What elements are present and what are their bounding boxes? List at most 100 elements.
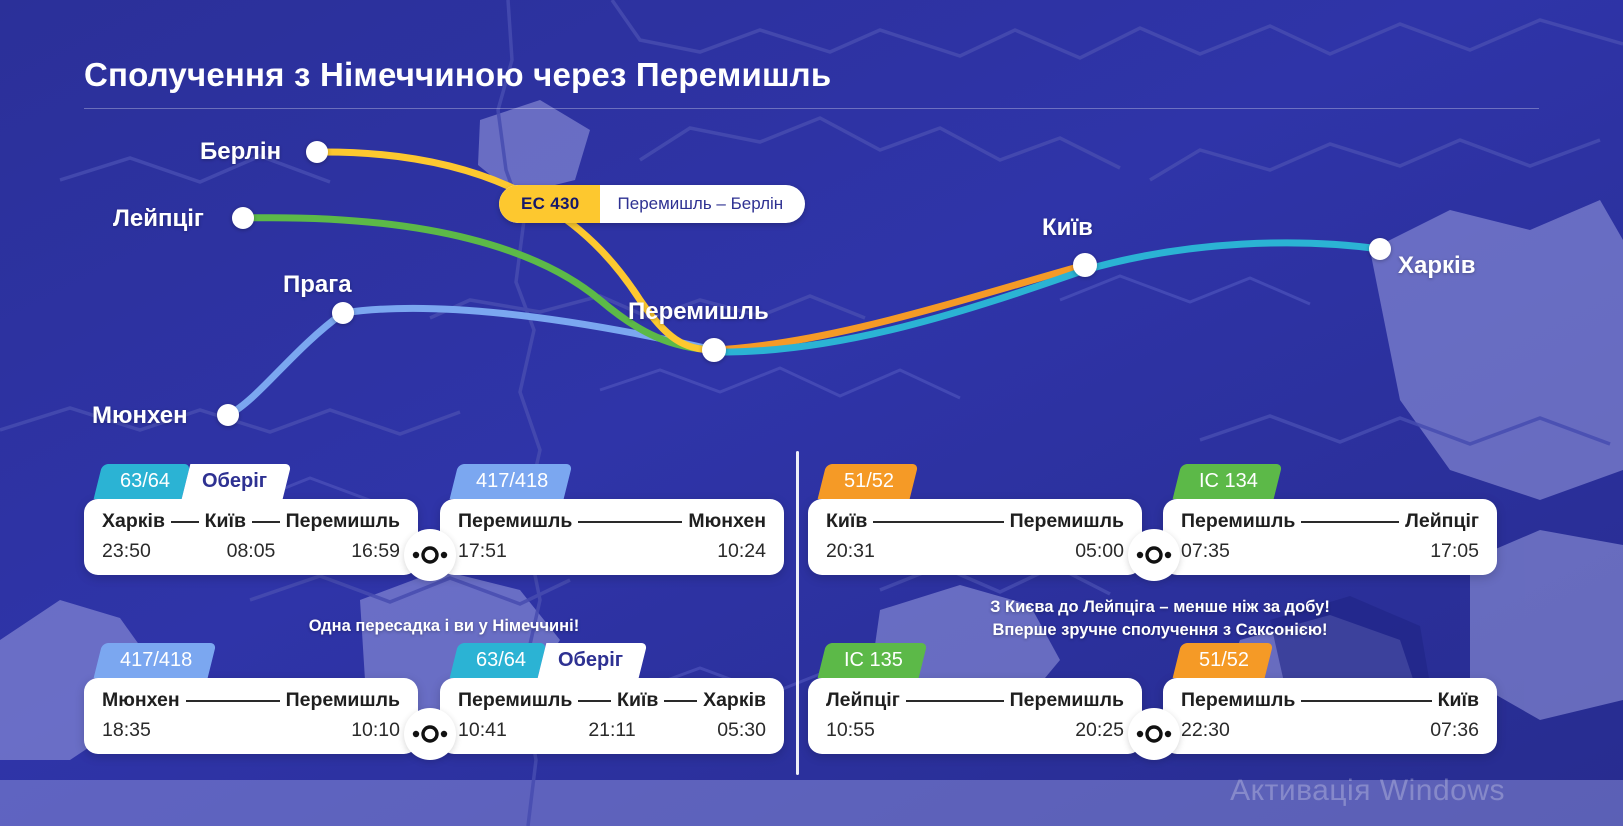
train-number-label: 51/52 <box>1199 649 1250 671</box>
transfer-icon <box>1128 529 1180 581</box>
station-name: Лейпціг <box>1405 510 1479 532</box>
route-dash <box>1301 520 1400 523</box>
station-row: Харків Київ Перемишль <box>102 510 400 533</box>
card-tabs: IC 134 <box>1172 464 1283 499</box>
city-dot-prague <box>332 302 354 324</box>
transfer-glyph <box>1136 546 1172 564</box>
ec-train-number: EC 430 <box>499 185 600 223</box>
route-dash <box>170 520 199 523</box>
card-tabs: IC 135 <box>817 643 928 678</box>
train-number-tab: 63/64 <box>449 643 547 678</box>
train-number-tab: 51/52 <box>1172 643 1274 678</box>
departure-arrival-time: 23:50 <box>102 540 151 562</box>
route-dash <box>873 520 1004 523</box>
train-number-label: IC 134 <box>1199 470 1258 492</box>
caption-right-line1: З Києва до Лейпціга – менше ніж за добу! <box>990 598 1330 616</box>
route-dash <box>1301 699 1432 702</box>
departure-arrival-time: 20:25 <box>1075 719 1124 741</box>
train-number-tab: 51/52 <box>817 464 919 499</box>
station-row: Лейпціг Перемишль <box>826 689 1124 712</box>
station-row: Перемишль Лейпціг <box>1181 510 1479 533</box>
train-name-tab: Оберіг <box>537 643 648 678</box>
station-name: Київ <box>1437 689 1479 711</box>
station-name: Перемишль <box>458 510 573 532</box>
station-name: Перемишль <box>1009 689 1124 711</box>
train-name-label: Оберіг <box>558 649 624 671</box>
train-number-label: IC 135 <box>844 649 903 671</box>
card-tabs: 51/52 <box>817 464 919 499</box>
station-name: Перемишль <box>285 510 400 532</box>
station-name: Мюнхен <box>688 510 766 532</box>
city-dot-munich <box>217 404 239 426</box>
transfer-glyph <box>1136 725 1172 743</box>
city-label-berlin: Берлін <box>200 138 282 165</box>
station-name: Київ <box>826 510 868 532</box>
city-label-leipzig: Лейпціг <box>113 205 204 232</box>
departure-arrival-time: 05:30 <box>717 719 767 741</box>
route-dash <box>251 520 280 523</box>
card-tabs: 417/418 <box>93 643 217 678</box>
station-name: Перемишль <box>1181 689 1296 711</box>
train-name-tab: Оберіг <box>181 464 292 499</box>
station-row: Перемишль Київ <box>1181 689 1479 712</box>
transfer-icon <box>1128 708 1180 760</box>
departure-arrival-time: 10:41 <box>458 719 507 741</box>
departure-arrival-time: 17:51 <box>458 540 507 562</box>
departure-arrival-time: 16:59 <box>351 540 400 562</box>
station-name: Мюнхен <box>102 689 180 711</box>
train-number-label: 63/64 <box>120 470 171 492</box>
ec-train-badge: EC 430 Перемишль – Берлін <box>499 185 806 223</box>
station-name: Перемишль <box>285 689 400 711</box>
city-label-przemysl: Перемишль <box>628 298 769 325</box>
card-tabs: 417/418 <box>449 464 573 499</box>
station-name: Перемишль <box>1181 510 1296 532</box>
station-name: Перемишль <box>1009 510 1124 532</box>
departure-arrival-time: 18:35 <box>102 719 151 741</box>
train-name-label: Оберіг <box>202 470 268 492</box>
title-divider <box>84 108 1539 109</box>
route-dash <box>578 520 683 523</box>
city-label-munich: Мюнхен <box>92 402 188 429</box>
station-name: Харків <box>102 510 165 532</box>
time-row: 23:50 08:05 16:59 <box>102 540 400 563</box>
windows-activation-watermark: Активація Windows <box>1230 774 1505 807</box>
section-divider <box>796 451 799 775</box>
time-row: 10:41 21:11 05:30 <box>458 719 766 742</box>
city-dot-leipzig <box>232 207 254 229</box>
station-row: Перемишль Мюнхен <box>458 510 766 533</box>
train-number-tab: 417/418 <box>449 464 573 499</box>
city-label-kyiv: Київ <box>1042 214 1093 241</box>
train-number-tab: 417/418 <box>93 643 217 678</box>
city-dot-przemysl <box>702 338 726 362</box>
city-dot-kyiv <box>1073 253 1097 277</box>
station-row: Київ Перемишль <box>826 510 1124 533</box>
station-name: Лейпціг <box>826 689 900 711</box>
train-number-label: 51/52 <box>844 470 895 492</box>
departure-arrival-time: 08:05 <box>226 540 276 562</box>
departure-arrival-time: 21:11 <box>588 719 636 741</box>
route-map <box>217 141 1391 426</box>
station-name: Харків <box>703 689 766 711</box>
departure-arrival-time: 07:35 <box>1181 540 1230 562</box>
station-name: Київ <box>204 510 246 532</box>
route-dash <box>664 699 698 702</box>
route-dash <box>905 699 1004 702</box>
page-title: Сполучення з Німеччиною через Перемишль <box>84 56 832 93</box>
train-number-label: 417/418 <box>120 649 193 671</box>
card-tabs: 63/64 Оберіг <box>449 643 648 678</box>
